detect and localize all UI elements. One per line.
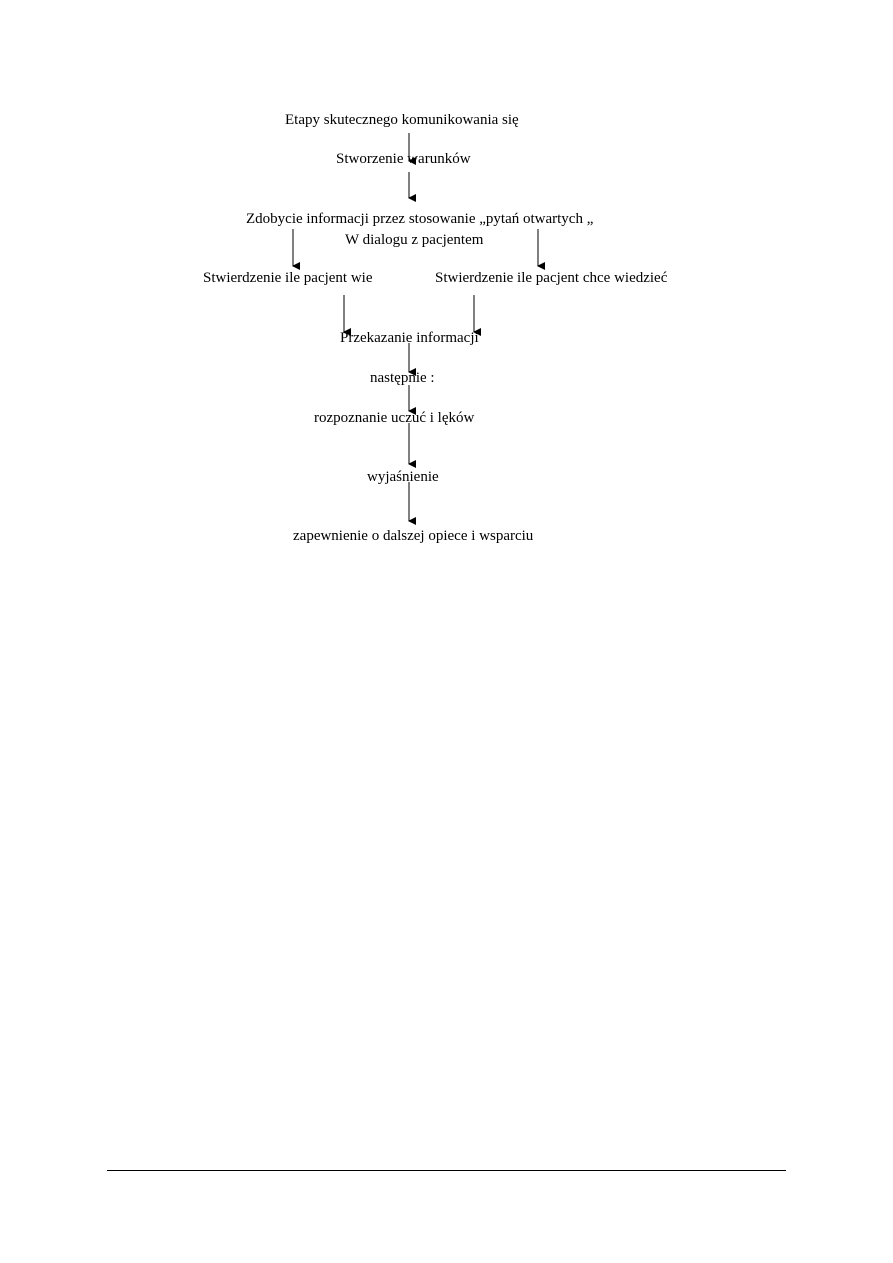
- step-recognize-feelings: rozpoznanie uczuć i lęków: [314, 410, 475, 426]
- step-dialogue: W dialogu z pacjentem: [345, 232, 484, 248]
- step-create-conditions: Stworzenie warunków: [336, 151, 471, 167]
- diagram-title: Etapy skutecznego komunikowania się: [285, 112, 519, 128]
- step-assurance: zapewnienie o dalszej opiece i wsparciu: [293, 528, 534, 544]
- step-patient-wants-to-know: Stwierdzenie ile pacjent chce wiedzieć: [435, 270, 668, 286]
- footer-divider: [107, 1170, 786, 1171]
- step-then: następnie :: [370, 370, 435, 386]
- step-patient-knows: Stwierdzenie ile pacjent wie: [203, 270, 373, 286]
- step-gather-information: Zdobycie informacji przez stosowanie „py…: [246, 211, 594, 227]
- step-explanation: wyjaśnienie: [367, 469, 439, 485]
- step-pass-information: Przekazanie informacji: [340, 330, 479, 346]
